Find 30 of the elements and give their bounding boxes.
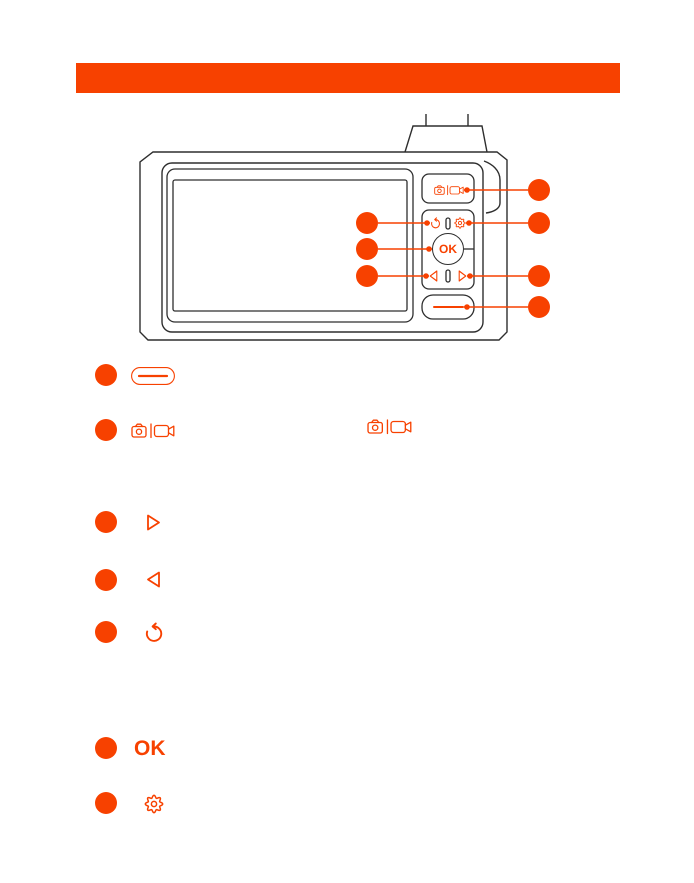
callout-circle	[95, 792, 117, 814]
leader-line	[466, 220, 528, 226]
circular-arrow-icon	[430, 217, 441, 229]
callout-circle	[95, 364, 117, 386]
callout-circle	[95, 569, 117, 591]
leader-line	[464, 187, 528, 193]
right-triangle-icon	[458, 270, 467, 282]
callout-circle	[528, 212, 550, 234]
callout-circle	[95, 621, 117, 643]
leader-line	[378, 220, 430, 226]
callout-circle	[528, 296, 550, 318]
ok-button: OK	[432, 233, 464, 265]
leader-line	[378, 273, 429, 279]
callout-circle	[356, 238, 378, 260]
callout-circle	[95, 511, 117, 533]
leader-line	[467, 273, 528, 279]
leader-line	[464, 304, 528, 310]
heading-bar	[76, 63, 620, 93]
line-icon	[433, 305, 464, 309]
camera-video-icon	[434, 185, 464, 195]
gear-icon	[454, 217, 466, 229]
callout-circle	[95, 419, 117, 441]
callout-circle	[95, 737, 117, 759]
left-triangle-icon	[429, 270, 438, 282]
callout-circle	[356, 265, 378, 287]
callout-circle	[528, 265, 550, 287]
callout-circle	[356, 212, 378, 234]
button-label: OK	[134, 738, 166, 760]
leader-line	[378, 246, 432, 252]
callout-circle	[528, 179, 550, 201]
